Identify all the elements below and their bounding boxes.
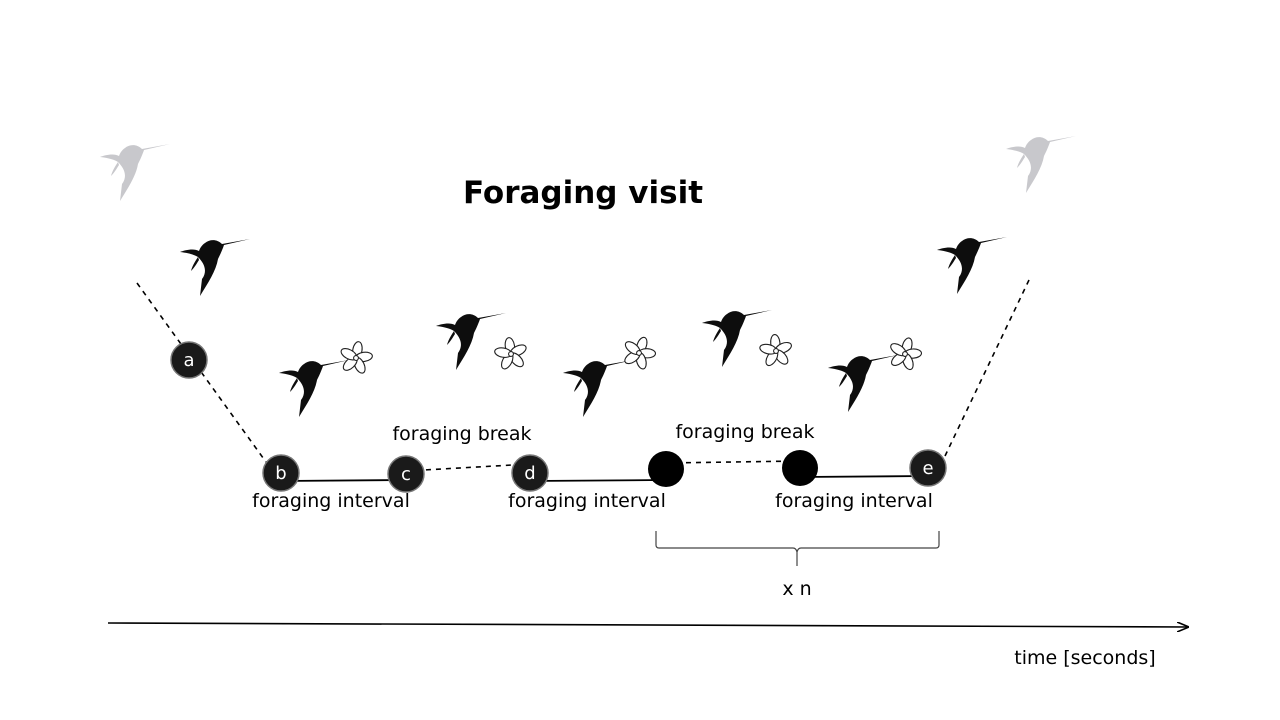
node-e: e <box>909 449 947 487</box>
node-b: b <box>262 454 300 492</box>
foraging-interval-line-1 <box>280 479 407 482</box>
repeat-label: x n <box>782 578 811 600</box>
hummingbird-icon-feeding-1 <box>279 360 349 417</box>
hummingbird-icon-break-1 <box>436 313 506 370</box>
node-unlabeled-2 <box>782 450 818 486</box>
time-axis-label: time [seconds] <box>1014 647 1155 669</box>
foraging-break-label-1: foraging break <box>392 423 531 445</box>
hummingbird-gray-icon-right <box>1006 136 1076 193</box>
hummingbird-icon-arriving <box>180 239 250 296</box>
flower-icon-3 <box>616 331 662 375</box>
node-a: a <box>170 341 208 379</box>
flower-icon-1 <box>335 338 377 378</box>
foraging-break-label-2: foraging break <box>675 421 814 443</box>
diagram-title: Foraging visit <box>463 175 703 211</box>
foraging-interval-line-3 <box>799 475 929 478</box>
hummingbird-icon-break-2 <box>702 310 772 367</box>
time-axis-arrow <box>107 623 1188 627</box>
flower-icon-4 <box>756 332 795 370</box>
node-a-label: a <box>183 350 194 371</box>
hummingbird-icon-leaving <box>937 237 1007 294</box>
foraging-break-line-1 <box>405 463 531 472</box>
foraging-interval-label-3: foraging interval <box>775 490 933 512</box>
node-unlabeled-1 <box>648 451 684 487</box>
node-d: d <box>511 454 549 492</box>
flower-icon-2 <box>491 334 531 373</box>
foraging-interval-line-2 <box>529 479 666 482</box>
hummingbird-gray-icon-left <box>100 144 170 201</box>
node-c-label: c <box>401 464 411 485</box>
node-b-label: b <box>275 463 286 484</box>
hummingbird-icon-feeding-3 <box>828 355 898 412</box>
node-e-label: e <box>922 458 933 479</box>
foraging-interval-label-1: foraging interval <box>252 490 410 512</box>
repeat-brace <box>655 531 940 566</box>
foraging-break-line-2 <box>665 460 801 464</box>
node-d-label: d <box>524 463 535 484</box>
hummingbird-icon-feeding-2 <box>563 360 633 417</box>
departure-dashed-line <box>944 279 1030 457</box>
node-c: c <box>387 455 425 493</box>
foraging-interval-label-2: foraging interval <box>508 490 666 512</box>
flower-icon-5 <box>883 333 927 375</box>
